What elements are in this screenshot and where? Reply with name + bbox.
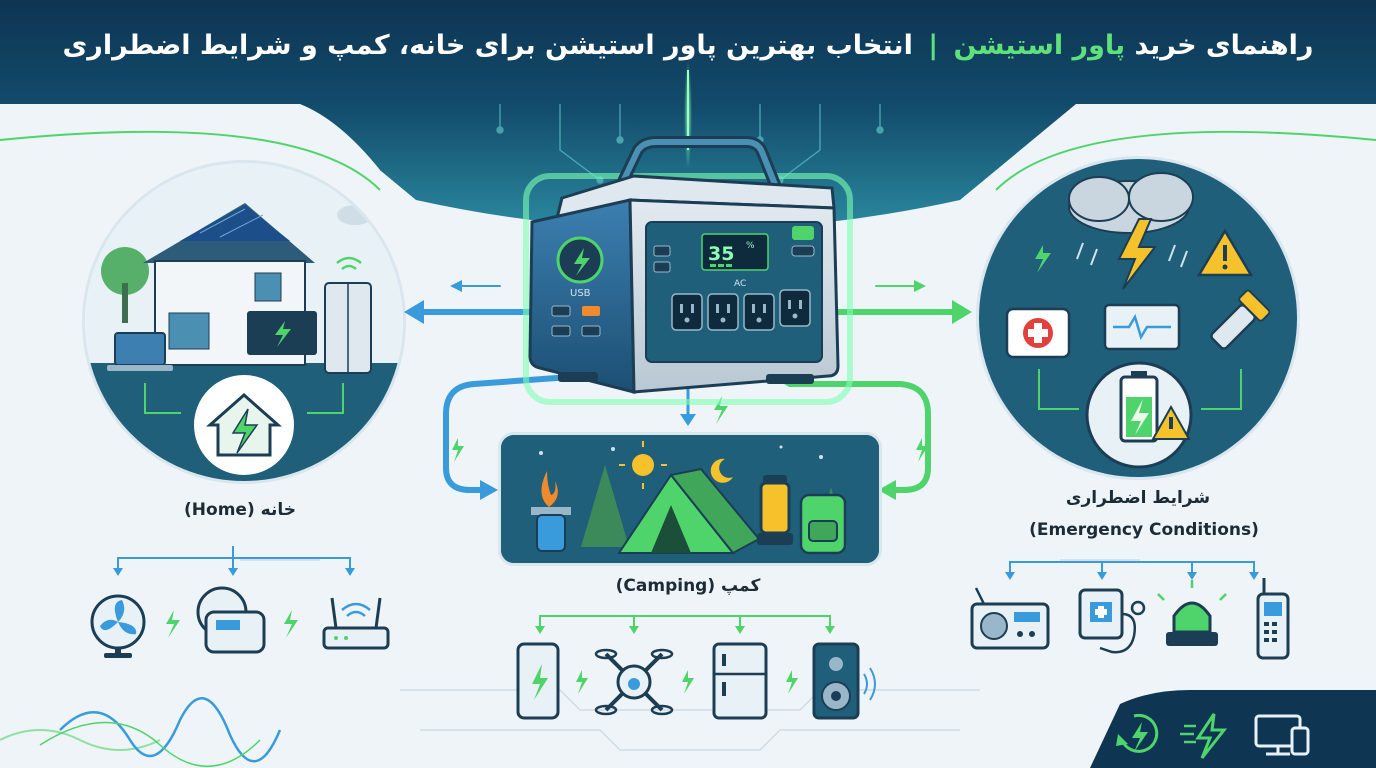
smartphone-icon [516,642,560,720]
title-highlight: پاور استیشن [953,30,1126,61]
home-label: (Home) خانه [184,500,296,520]
alarm-light-icon [1157,580,1227,646]
fan-icon [90,594,146,658]
camping-devices-row [516,615,876,720]
emergency-label-en: (Emergency Conditions) [1029,520,1259,540]
emergency-devices-row [970,561,1290,660]
title-part1: راهنمای خرید [1134,30,1314,61]
recharge-icon [1116,713,1159,753]
camping-label: (Camping) کمپ [615,576,761,596]
speaker-icon [812,642,876,720]
radio-icon [970,587,1050,650]
cpap-machine-icon [196,586,266,654]
power-station-device: USB 35 % AC [523,136,853,405]
devices-icon [1254,714,1310,756]
camping-scene [501,435,879,563]
medical-monitor-icon [1078,588,1146,654]
page-title: راهنمای خرید پاور استیشن | انتخاب بهترین… [0,30,1376,61]
camping-panel [498,432,882,566]
emergency-circle [976,156,1300,480]
drone-icon [594,648,674,716]
usb-label: USB [570,288,591,299]
home-devices-row [90,546,390,658]
title-separator: | [928,30,939,61]
footer-icons [1116,713,1310,759]
emergency-label-fa: شرایط اضطراری [1065,488,1211,508]
fast-charge-icon [1180,713,1228,759]
ac-label: AC [734,279,746,289]
home-circle [82,160,406,484]
home-scene [85,163,403,481]
display-value: 35 [708,243,734,265]
display-unit: % [746,241,755,251]
fridge-icon [712,642,768,720]
title-part2: انتخاب بهترین پاور استیشن برای خانه، کمپ… [62,30,913,61]
router-icon [322,597,390,650]
emergency-scene [979,159,1297,477]
walkie-talkie-icon [1256,578,1290,660]
